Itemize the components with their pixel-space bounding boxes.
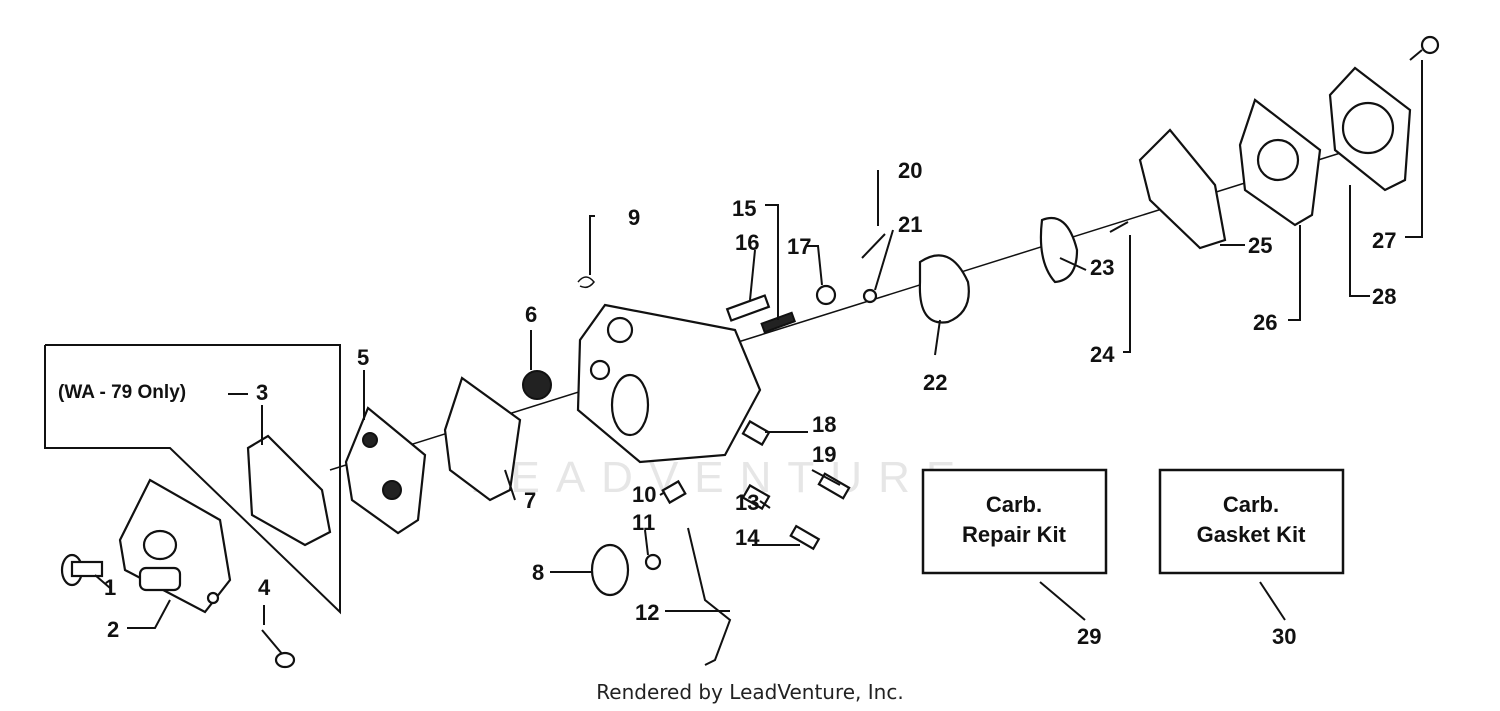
- part-10-needle: [661, 479, 687, 505]
- carburetor-body: [576, 303, 762, 464]
- callout-3: 3: [256, 380, 268, 405]
- kit-gasket-line1: Carb.: [1223, 492, 1279, 517]
- wa79-note: (WA - 79 Only): [58, 382, 186, 403]
- render-credit: Rendered by LeadVenture, Inc.: [596, 680, 904, 704]
- callout-5: 5: [357, 345, 369, 370]
- part-21-spring: [862, 288, 878, 304]
- part-16-pin: [725, 294, 771, 322]
- callout-15: 15: [732, 196, 756, 221]
- callout-7: 7: [524, 488, 536, 513]
- callout-23: 23: [1090, 255, 1114, 280]
- callout-16: 16: [735, 230, 759, 255]
- watermark: LEADVENTURE: [470, 453, 971, 502]
- callout-20: 20: [898, 158, 922, 183]
- part-8-disc: [590, 543, 630, 597]
- part-5-diaphragm: [344, 406, 427, 535]
- callout-28: 28: [1372, 284, 1396, 309]
- callout-11: 11: [632, 510, 655, 535]
- callout-26: 26: [1253, 310, 1277, 335]
- kit-repair-line1: Carb.: [986, 492, 1042, 517]
- callout-17: 17: [787, 234, 811, 259]
- kit-box-repair: Carb. Repair Kit: [921, 468, 1108, 575]
- callout-10: 10: [632, 482, 656, 507]
- part-18-spring: [741, 419, 771, 447]
- part-25-gasket: [1138, 128, 1227, 250]
- callout-13: 13: [735, 490, 759, 515]
- part-1-screw: [60, 553, 104, 587]
- callout-25: 25: [1248, 233, 1272, 258]
- callout-21: 21: [898, 212, 922, 237]
- part-26-diaphragm: [1238, 98, 1322, 227]
- callout-2: 2: [107, 617, 119, 642]
- callout-14: 14: [735, 525, 760, 550]
- callout-12: 12: [635, 600, 659, 625]
- wa79-outline: [44, 344, 341, 615]
- part-23-plate: [1039, 217, 1079, 284]
- part-3-gasket: [246, 434, 332, 547]
- callout-9: 9: [628, 205, 640, 230]
- part-12-lever: [687, 527, 732, 666]
- callout-29: 29: [1077, 624, 1101, 649]
- part-24-pin: [1109, 221, 1129, 233]
- part-2-pump-cover: [118, 478, 232, 614]
- callout-30: 30: [1272, 624, 1296, 649]
- part-27-screw: [1409, 35, 1440, 61]
- callout-1: 1: [104, 575, 116, 600]
- kit-repair-line2: Repair Kit: [962, 522, 1067, 547]
- callout-numbers: 1 2 3 5 4 6 7 8 9 10 11 12 13 14 15 16 1…: [104, 158, 1396, 649]
- callout-19: 19: [812, 442, 836, 467]
- part-28-cover: [1328, 66, 1412, 192]
- part-22-plate: [918, 254, 970, 324]
- part-4-screw: [261, 629, 296, 669]
- part-20-pin: [861, 233, 886, 259]
- callout-24: 24: [1090, 342, 1115, 367]
- part-19-screw: [817, 472, 851, 500]
- part-7-gasket: [443, 376, 522, 502]
- part-17-lever: [815, 284, 837, 306]
- part-9-clip: [577, 276, 595, 289]
- part-14-screw: [789, 524, 821, 551]
- part-15-spring: [760, 311, 797, 334]
- callout-6: 6: [525, 302, 537, 327]
- kit-box-gasket: Carb. Gasket Kit: [1158, 468, 1345, 575]
- kit-gasket-line2: Gasket Kit: [1197, 522, 1306, 547]
- callout-8: 8: [532, 560, 544, 585]
- leader-lines: [94, 60, 1423, 629]
- part-6-screen: [522, 370, 552, 400]
- part-11-plug: [644, 553, 662, 571]
- callout-18: 18: [812, 412, 836, 437]
- callout-27: 27: [1372, 228, 1396, 253]
- callout-4: 4: [258, 575, 271, 600]
- callout-22: 22: [923, 370, 947, 395]
